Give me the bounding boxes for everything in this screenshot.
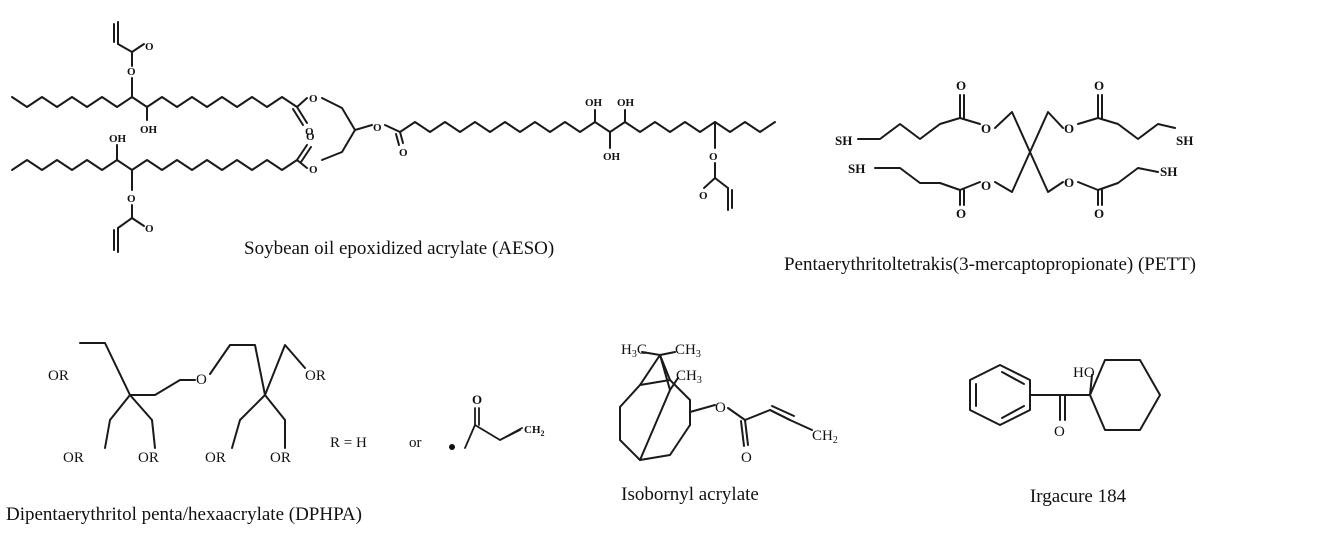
aeso-carbonyl-o-4: O xyxy=(699,190,708,202)
aeso-ester-o-3: O xyxy=(373,122,382,134)
dphpa-r-definition: R = H xyxy=(330,435,367,451)
dphpa-or-5: OR xyxy=(205,450,226,466)
aeso-carbonyl-o-2: O xyxy=(305,126,314,138)
dphpa-or-4: OR xyxy=(305,368,326,384)
aeso-ester-o-1: O xyxy=(127,66,136,78)
pett-carbonyl-o-2: O xyxy=(1094,78,1104,93)
pett-sh-2: SH xyxy=(1176,133,1193,148)
dphpa-or-2: OR xyxy=(63,450,84,466)
pett-carbonyl-o-1: O xyxy=(956,78,966,93)
irgacure-structure: HO O Irgacure 184 xyxy=(969,359,1161,507)
aeso-carbonyl-o-5: O xyxy=(306,131,315,143)
aeso-oh-2: OH xyxy=(585,97,603,109)
isobornyl-ch2: CH2 xyxy=(812,428,838,446)
aeso-carbonyl-o-1: O xyxy=(145,41,154,53)
pett-carbonyl-o-3: O xyxy=(956,206,966,221)
isobornyl-carbonyl-o: O xyxy=(741,450,752,466)
pett-caption: Pentaerythritoltetrakis(3-mercaptopropio… xyxy=(784,254,1196,275)
pett-ester-o-1: O xyxy=(981,121,991,136)
dphpa-structure: OR OR OR O OR OR OR R = H or O CH2 Dipen… xyxy=(6,342,545,525)
aeso-carbonyl-o-6: O xyxy=(145,223,154,235)
pett-carbonyl-o-4: O xyxy=(1094,206,1104,221)
irgacure-carbonyl-o: O xyxy=(1054,424,1065,440)
aeso-oh-5: OH xyxy=(109,133,127,145)
dphpa-attachment-dot xyxy=(449,444,455,450)
pett-structure: SH O O O O SH SH O O O O SH Pentaerythri… xyxy=(784,78,1196,275)
irgacure-caption: Irgacure 184 xyxy=(1030,486,1127,507)
dphpa-or-word: or xyxy=(409,435,422,451)
dphpa-ch2: CH2 xyxy=(524,424,545,438)
aeso-oh-1: OH xyxy=(140,124,158,136)
dphpa-ether-o: O xyxy=(196,372,207,388)
isobornyl-ester-o: O xyxy=(715,400,726,416)
dphpa-or-1: OR xyxy=(48,368,69,384)
pett-ester-o-3: O xyxy=(981,178,991,193)
aeso-ester-o-5: O xyxy=(309,164,318,176)
dphpa-or-3: OR xyxy=(138,450,159,466)
pett-sh-4: SH xyxy=(1160,164,1177,179)
aeso-structure: O O OH O O O O OH OH OH O O OH O O O O S… xyxy=(11,21,776,259)
aeso-oh-4: OH xyxy=(617,97,635,109)
aeso-ester-o-2: O xyxy=(309,93,318,105)
aeso-oh-3: OH xyxy=(603,151,621,163)
aeso-ester-o-4: O xyxy=(709,151,718,163)
pett-ester-o-2: O xyxy=(1064,121,1074,136)
aeso-ester-o-6: O xyxy=(127,193,136,205)
dphpa-caption: Dipentaerythritol penta/hexaacrylate (DP… xyxy=(6,504,362,525)
isobornyl-ch3-1: CH3 xyxy=(675,342,701,360)
isobornyl-structure: H3C CH3 CH3 O O CH2 Isobornyl acrylate xyxy=(619,342,838,505)
isobornyl-caption: Isobornyl acrylate xyxy=(621,484,759,505)
isobornyl-h3c: H3C xyxy=(621,342,647,360)
pett-sh-3: SH xyxy=(848,161,865,176)
dphpa-carbonyl-o: O xyxy=(472,392,482,407)
pett-ester-o-4: O xyxy=(1064,175,1074,190)
pett-sh-1: SH xyxy=(835,133,852,148)
dphpa-or-6: OR xyxy=(270,450,291,466)
aeso-carbonyl-o-3: O xyxy=(399,147,408,159)
isobornyl-ch3-2: CH3 xyxy=(676,368,702,386)
irgacure-ho: HO xyxy=(1073,365,1095,381)
aeso-caption: Soybean oil epoxidized acrylate (AESO) xyxy=(244,238,554,259)
